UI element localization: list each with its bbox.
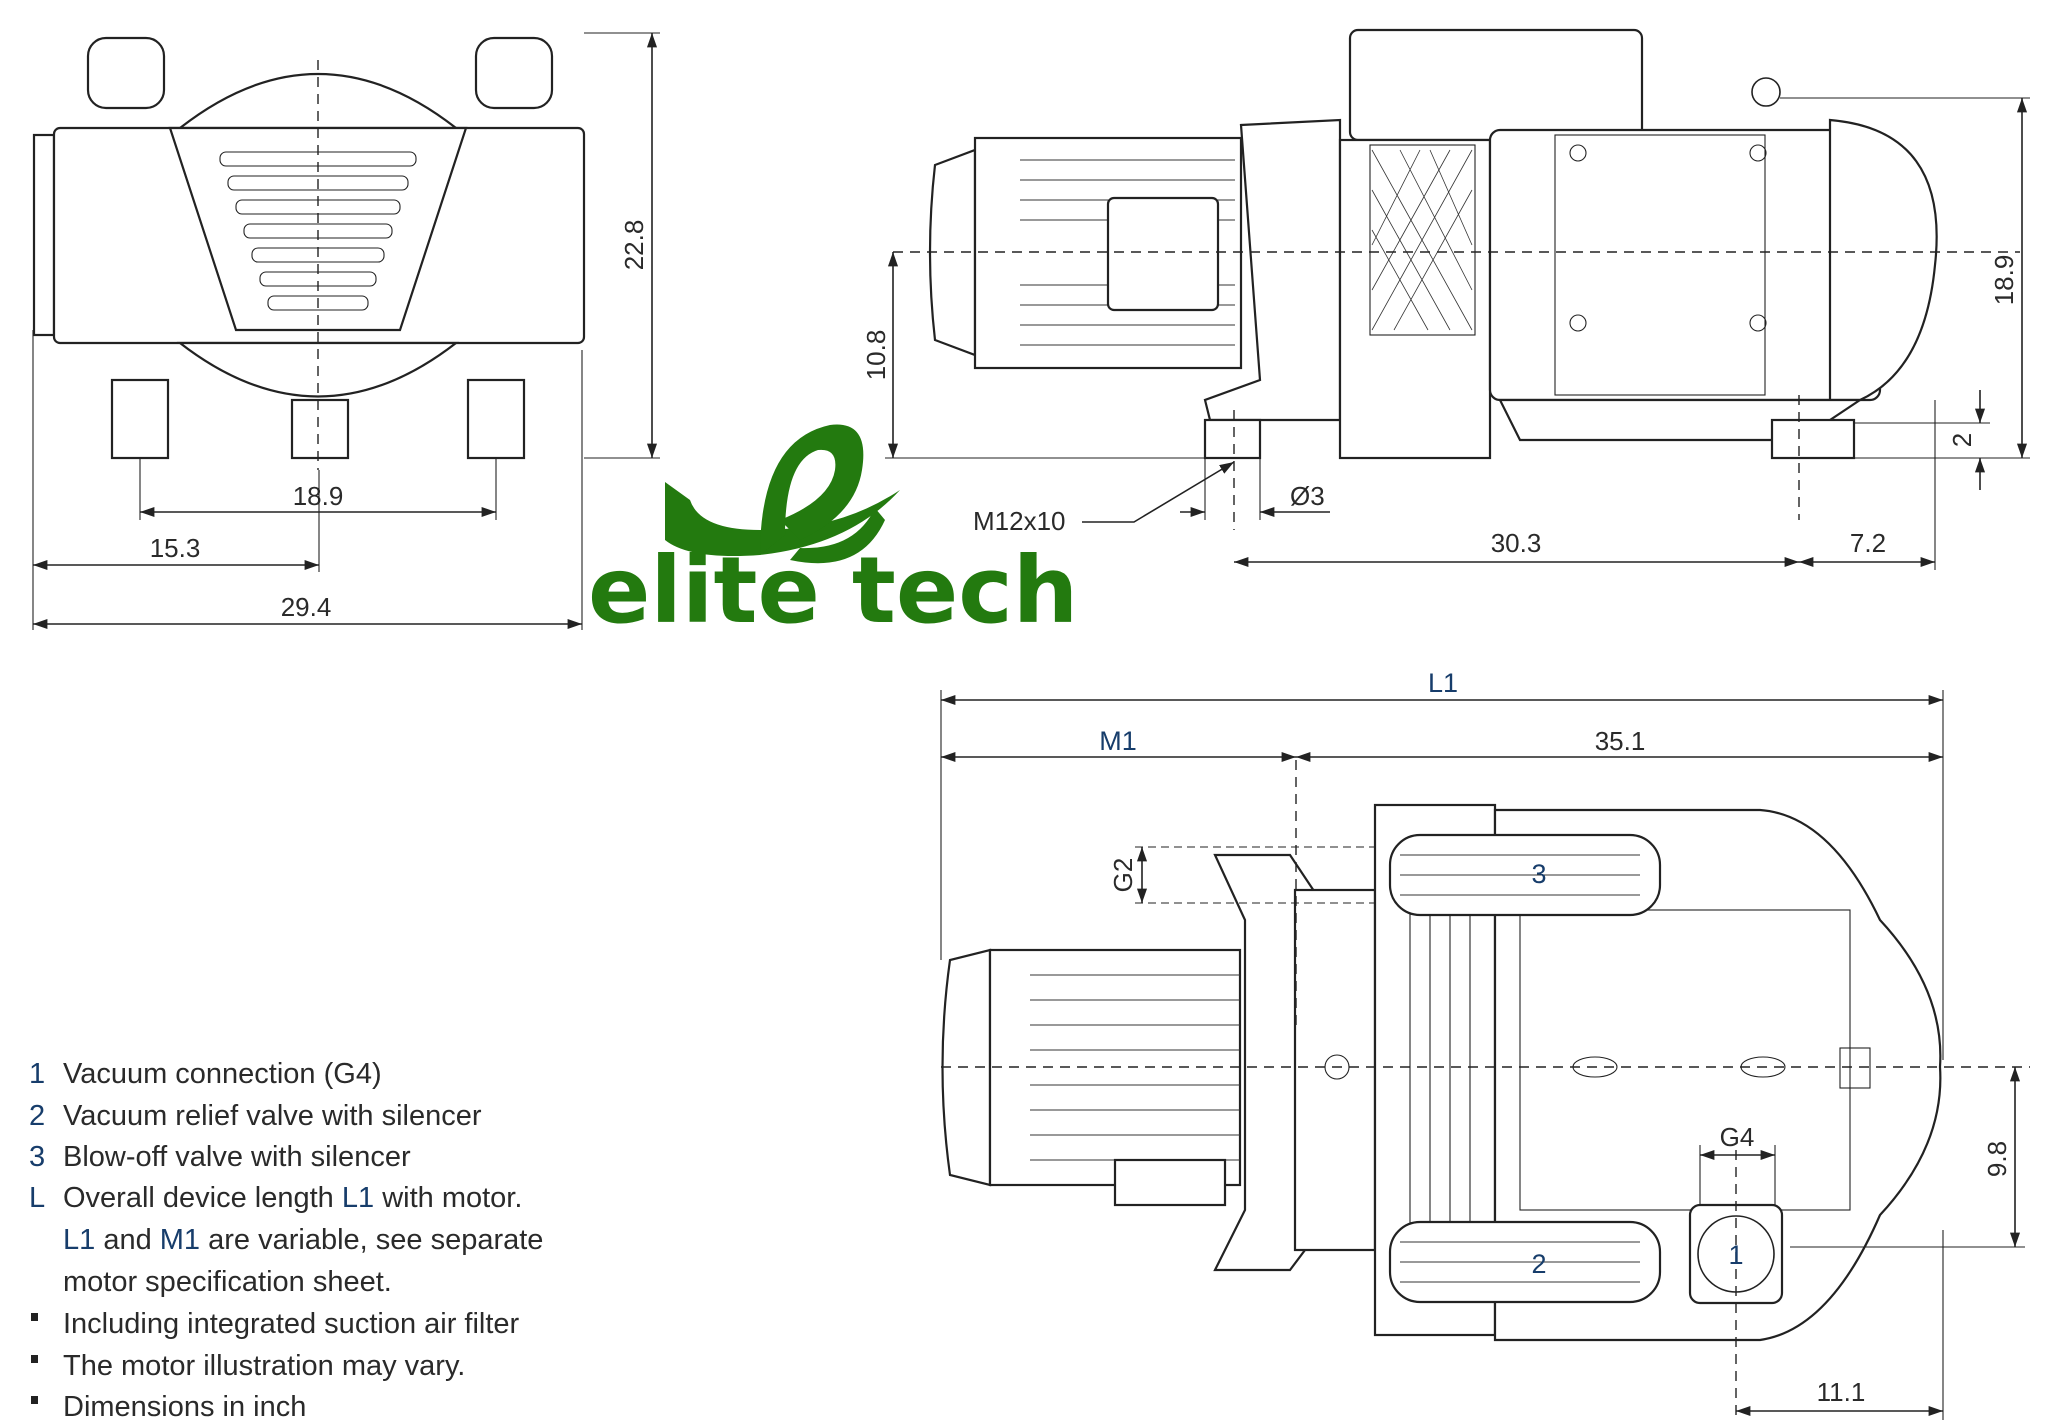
hole-dim: Ø3 bbox=[1290, 481, 1325, 511]
half-width-dim: 15.3 bbox=[150, 533, 201, 563]
legend-text: Blow-off valve with silencer bbox=[63, 1141, 411, 1173]
front-view: 22.8 18.9 15.3 29.4 bbox=[32, 32, 660, 630]
legend-key: 1 bbox=[29, 1058, 45, 1090]
legend-text: Vacuum connection (G4) bbox=[63, 1058, 382, 1090]
filter-mesh bbox=[1371, 149, 1473, 331]
legend-bullet: Dimensions in inch bbox=[63, 1391, 306, 1423]
width-dim: 29.4 bbox=[281, 592, 332, 622]
bullet-icon bbox=[31, 1355, 38, 1363]
g2-label: G2 bbox=[1108, 858, 1138, 893]
rear-offset-dim: 7.2 bbox=[1850, 528, 1886, 558]
callout-1: 1 bbox=[1728, 1240, 1743, 1270]
legend: 1 Vacuum connection (G4) 2 Vacuum relief… bbox=[29, 1058, 543, 1423]
front-height-dim: 22.8 bbox=[619, 220, 649, 271]
g4-label: G4 bbox=[1720, 1122, 1755, 1152]
bullet-icon bbox=[31, 1313, 38, 1321]
valve-grille bbox=[1400, 854, 1640, 1283]
vent-slots bbox=[219, 151, 417, 311]
callout-3: 3 bbox=[1531, 859, 1546, 889]
legend-key: 2 bbox=[29, 1100, 45, 1132]
callout-2: 2 bbox=[1531, 1249, 1546, 1279]
pump-length-dim: 35.1 bbox=[1595, 726, 1646, 756]
overall-length-dim: L1 bbox=[1428, 668, 1458, 698]
legend-key: L bbox=[29, 1182, 45, 1214]
logo-text: elite tech bbox=[588, 537, 1078, 644]
total-height-dim: 18.9 bbox=[1989, 255, 2019, 306]
motor-length-dim: M1 bbox=[1099, 726, 1137, 756]
motor-fins-top bbox=[1030, 974, 1240, 1161]
top-view: 3 2 1 L1 M1 35.1 G2 G4 9.8 11.1 bbox=[940, 668, 2030, 1420]
legend-text: motor specification sheet. bbox=[63, 1266, 392, 1298]
connection-rear-dim: 11.1 bbox=[1817, 1377, 1866, 1407]
foot-height-dim: 2 bbox=[1947, 433, 1977, 447]
legend-text: Overall device length L1 with motor. bbox=[63, 1182, 522, 1214]
axis-height-dim: 10.8 bbox=[861, 330, 891, 381]
legend-bullet: Including integrated suction air filter bbox=[63, 1308, 520, 1340]
legend-bullet: The motor illustration may vary. bbox=[63, 1350, 465, 1382]
foot-distance-dim: 30.3 bbox=[1491, 528, 1542, 558]
thread-label: M12x10 bbox=[973, 506, 1066, 536]
legend-text: L1 and M1 are variable, see separate bbox=[63, 1224, 543, 1256]
legend-text: Vacuum relief valve with silencer bbox=[63, 1100, 482, 1132]
cooling-ribs bbox=[1409, 880, 1471, 1260]
connection-offset-dim: 9.8 bbox=[1982, 1141, 2012, 1177]
elite-tech-logo: elite tech bbox=[588, 424, 1078, 644]
side-view: 10.8 18.9 2 M12x10 Ø3 30.3 7.2 bbox=[861, 28, 2030, 570]
foot-spacing-dim: 18.9 bbox=[293, 481, 344, 511]
bullet-icon bbox=[31, 1396, 38, 1404]
legend-key: 3 bbox=[29, 1141, 45, 1173]
